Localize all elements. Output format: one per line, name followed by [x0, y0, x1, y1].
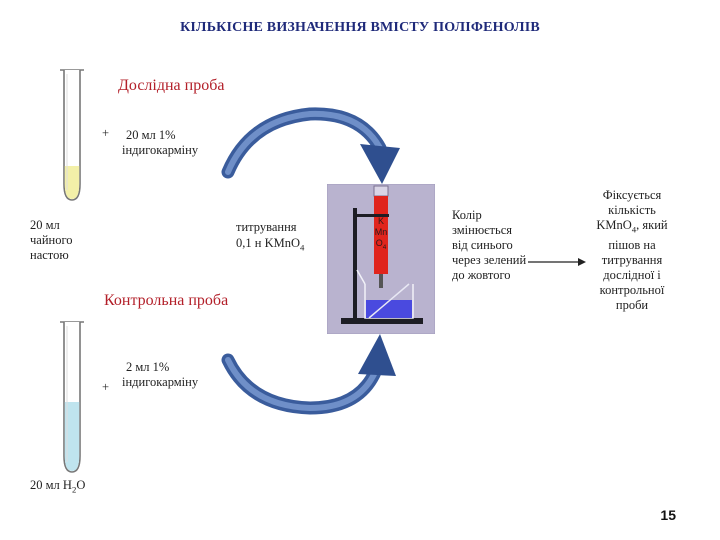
sample-label: Дослідна проба [118, 77, 225, 94]
curved-arrow-bottom [221, 334, 396, 415]
titration-line1: титрування [236, 220, 297, 234]
right-arrow [528, 258, 586, 266]
tea-line3: настою [30, 248, 69, 262]
page-number: 15 [660, 507, 676, 523]
titration-line2: 0,1 н KMnO4 [236, 236, 305, 253]
tea-line2: чайного [30, 233, 73, 247]
tea-line1: 20 мл [30, 218, 60, 232]
control-reagent-line1: 2 мл 1% [126, 360, 170, 374]
curved-arrow-top [221, 107, 400, 184]
burette-label: K Mn O4 [374, 216, 388, 251]
titration-apparatus [327, 184, 435, 334]
beaker-solution [366, 300, 412, 318]
control-test-tube [60, 321, 84, 473]
page-title: КІЛЬКІСНЕ ВИЗНАЧЕННЯ ВМІСТУ ПОЛІФЕНОЛІВ [180, 20, 540, 35]
tea-liquid [64, 166, 80, 199]
water-label: 20 мл H2O [30, 478, 86, 495]
water-liquid [64, 402, 80, 471]
control-plus: + [102, 380, 110, 394]
sample-plus: + [102, 126, 110, 140]
control-label: Контрольна проба [104, 292, 229, 309]
color-change-text: Колір змінюється від синього через зелен… [452, 208, 527, 282]
control-reagent-line2: індигокарміну [122, 375, 199, 389]
sample-test-tube [60, 69, 84, 201]
sample-reagent-line1: 20 мл 1% [126, 128, 176, 142]
result-text: Фіксується кількість KMnO4, який пішов н… [596, 188, 668, 312]
sample-reagent-line2: індигокарміну [122, 143, 199, 157]
